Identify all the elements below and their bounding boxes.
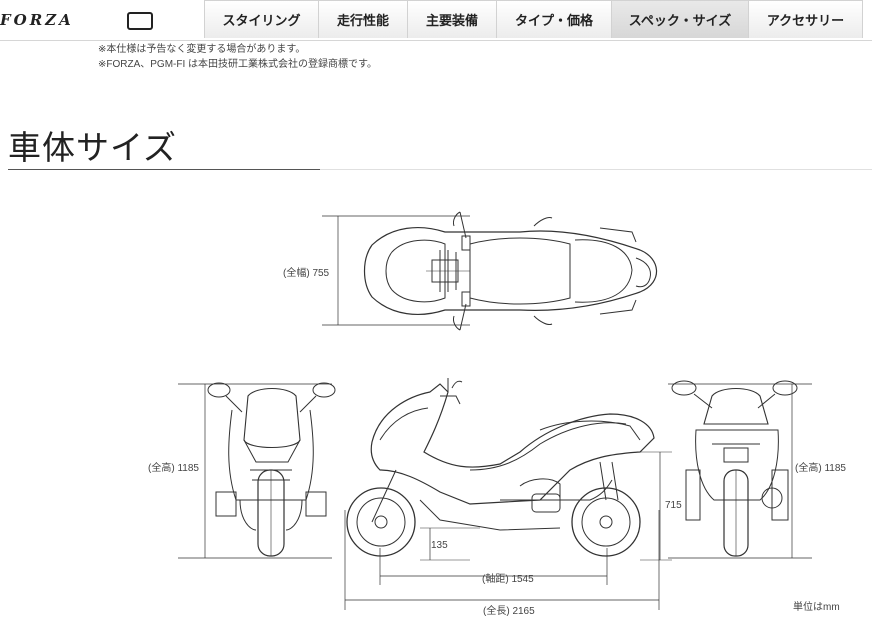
overall-width-label: (全幅) 755: [283, 268, 330, 279]
title-underline: [8, 169, 320, 170]
page-title: 車体サイズ: [8, 129, 178, 166]
scooter-side-view-drawing: [344, 378, 672, 610]
scooter-rear-view-drawing: [668, 380, 812, 559]
forza-logo[interactable]: FORZA: [0, 9, 160, 31]
scooter-front-view-drawing: [178, 382, 336, 559]
tab-equipment[interactable]: 主要装備: [407, 0, 496, 38]
unit-label: 単位はmm: [793, 602, 840, 613]
note-line: ※本仕様は予告なく変更する場合があります。: [98, 44, 306, 55]
ground-clearance-label: 135: [431, 540, 448, 551]
top-nav-bar: FORZA スタイリング 走行性能 主要装備 タイプ・価格 スペック・サイズ ア…: [0, 0, 872, 41]
title-divider: [320, 169, 872, 170]
logo-text: FORZA: [0, 11, 74, 29]
tab-accessories[interactable]: アクセサリー: [748, 0, 863, 38]
overall-length-label: (全長) 2165: [483, 606, 535, 617]
tab-type-price[interactable]: タイプ・価格: [496, 0, 611, 38]
main-nav: スタイリング 走行性能 主要装備 タイプ・価格 スペック・サイズ アクセサリー: [204, 0, 863, 40]
wheelbase-label: (軸距) 1545: [482, 574, 534, 585]
tab-performance[interactable]: 走行性能: [318, 0, 407, 38]
tab-spec-size[interactable]: スペック・サイズ: [611, 0, 748, 38]
seat-height-label: 715: [665, 500, 682, 511]
tab-styling[interactable]: スタイリング: [204, 0, 318, 38]
logo-mark-icon: [127, 12, 153, 30]
overall-height-label-left: (全高) 1185: [148, 463, 199, 474]
overall-height-label-right: (全高) 1185: [795, 463, 846, 474]
note-line: ※FORZA、PGM-FI は本田技研工業株式会社の登録商標です。: [98, 59, 378, 70]
scooter-top-view-drawing: [322, 211, 658, 331]
notes: ※本仕様は予告なく変更する場合があります。 ※FORZA、PGM-FI は本田技…: [98, 42, 377, 72]
